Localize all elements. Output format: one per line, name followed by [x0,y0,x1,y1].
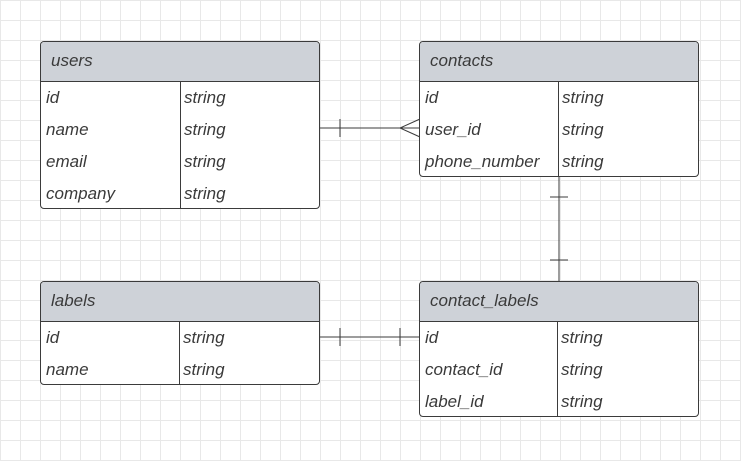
field-row[interactable]: user_id string [420,114,698,146]
field-name: user_id [425,120,481,139]
field-name: id [425,88,439,107]
column-divider [557,322,558,416]
relationship-users-contacts [320,118,421,138]
field-row[interactable]: phone_number string [420,146,698,176]
column-divider [180,82,181,208]
field-name: id [425,328,439,347]
field-name: contact_id [425,360,503,379]
column-divider [179,322,180,384]
field-type: string [561,392,603,411]
field-row[interactable]: contact_id string [420,354,698,386]
field-type: string [561,328,603,347]
entity-contact-labels[interactable]: contact_labels id string contact_id stri… [419,281,699,417]
entity-labels[interactable]: labels id string name string [40,281,320,385]
field-type: string [184,152,226,171]
relationship-contacts-contact-labels [550,177,568,281]
field-type: string [184,88,226,107]
entity-title: contact_labels [420,282,698,322]
field-name: name [46,360,89,379]
field-row[interactable]: label_id string [420,386,698,416]
field-type: string [561,360,603,379]
entity-contacts[interactable]: contacts id string user_id string phone_… [419,41,699,177]
column-divider [558,82,559,176]
field-row[interactable]: email string [41,146,319,178]
field-type: string [184,184,226,203]
field-type: string [183,328,225,347]
entity-fields: id string name string [41,322,319,384]
field-row[interactable]: id string [420,82,698,114]
entity-fields: id string name string email string compa… [41,82,319,208]
entity-title: users [41,42,319,82]
field-name: phone_number [425,152,540,171]
field-row[interactable]: company string [41,178,319,208]
field-row[interactable]: name string [41,354,319,384]
entity-fields: id string user_id string phone_number st… [420,82,698,176]
entity-fields: id string contact_id string label_id str… [420,322,698,416]
field-type: string [562,120,604,139]
field-name: name [46,120,89,139]
field-type: string [184,120,226,139]
entity-users[interactable]: users id string name string email string… [40,41,320,209]
field-row[interactable]: name string [41,114,319,146]
field-type: string [562,88,604,107]
entity-title: labels [41,282,319,322]
field-name: id [46,328,60,347]
field-name: label_id [425,392,484,411]
field-type: string [562,152,604,171]
field-row[interactable]: id string [41,322,319,354]
field-name: company [46,184,115,203]
entity-title: contacts [420,42,698,82]
field-name: id [46,88,60,107]
field-name: email [46,152,87,171]
field-type: string [183,360,225,379]
field-row[interactable]: id string [41,82,319,114]
field-row[interactable]: id string [420,322,698,354]
relationship-labels-contact-labels [320,328,420,346]
